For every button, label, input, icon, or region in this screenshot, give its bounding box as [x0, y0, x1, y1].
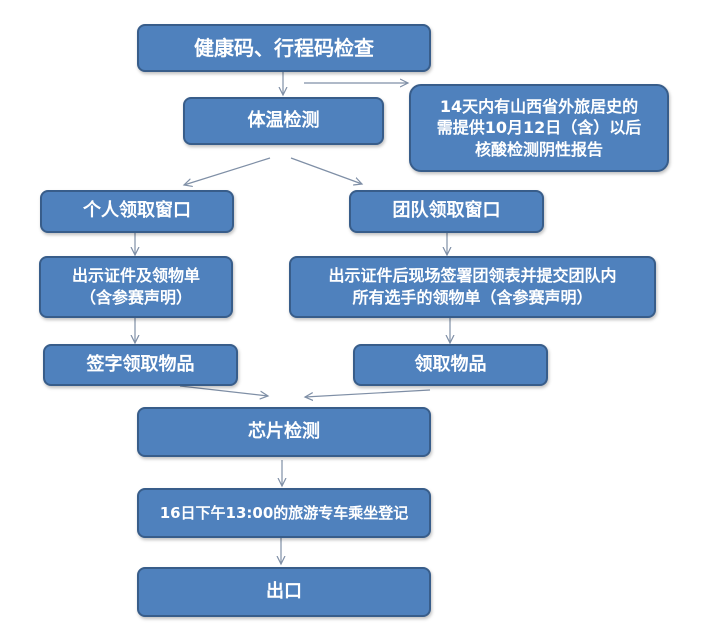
node-line: 所有选手的领物单（含参赛声明） — [352, 288, 593, 307]
node-line: 出示证件后现场签署团领表并提交团队内 — [328, 266, 617, 286]
node-label: 签字领取物品 — [86, 353, 195, 375]
health-code-check-node: 健康码、行程码检查 — [137, 24, 431, 72]
note-line: 核酸检测阴性报告 — [474, 139, 603, 159]
node-label: 健康码、行程码检查 — [194, 35, 374, 60]
team-window-node: 团队领取窗口 — [349, 190, 544, 233]
node-label: 领取物品 — [414, 353, 487, 375]
node-label: 芯片检测 — [248, 420, 320, 442]
node-label: 个人领取窗口 — [83, 200, 191, 222]
node-label: 16日下午13:00的旅游专车乘坐登记 — [159, 503, 409, 522]
node-label: 体温检测 — [247, 109, 320, 131]
node-line: 出示证件及领物单 — [71, 266, 200, 286]
temperature-check-node: 体温检测 — [183, 97, 384, 145]
sign-and-collect-node: 签字领取物品 — [43, 344, 238, 386]
arrow-collect-to-chip — [305, 389, 431, 397]
team-docs-node: 出示证件后现场签署团领表并提交团队内 所有选手的领物单（含参赛声明） — [289, 256, 656, 318]
chip-check-node: 芯片检测 — [137, 407, 431, 457]
exit-node: 出口 — [137, 567, 431, 617]
collect-items-node: 领取物品 — [353, 344, 548, 386]
arrow-temp-to-individual — [184, 157, 271, 185]
travel-history-note-node: 14天内有山西省外旅居史的 需提供10月12日（含）以后 核酸检测阴性报告 — [409, 84, 669, 172]
note-line: 需提供10月12日（含）以后 — [436, 118, 642, 138]
node-label: 出口 — [266, 580, 302, 602]
arrow-temp-to-team — [290, 157, 362, 184]
shuttle-registration-node: 16日下午13:00的旅游专车乘坐登记 — [137, 488, 431, 538]
node-line: （含参赛声明） — [79, 288, 192, 307]
individual-docs-node: 出示证件及领物单 （含参赛声明） — [39, 256, 233, 318]
node-label: 团队领取窗口 — [392, 200, 501, 222]
note-line: 14天内有山西省外旅居史的 — [439, 96, 639, 116]
individual-window-node: 个人领取窗口 — [40, 190, 234, 233]
arrow-sign-to-chip — [179, 385, 268, 396]
